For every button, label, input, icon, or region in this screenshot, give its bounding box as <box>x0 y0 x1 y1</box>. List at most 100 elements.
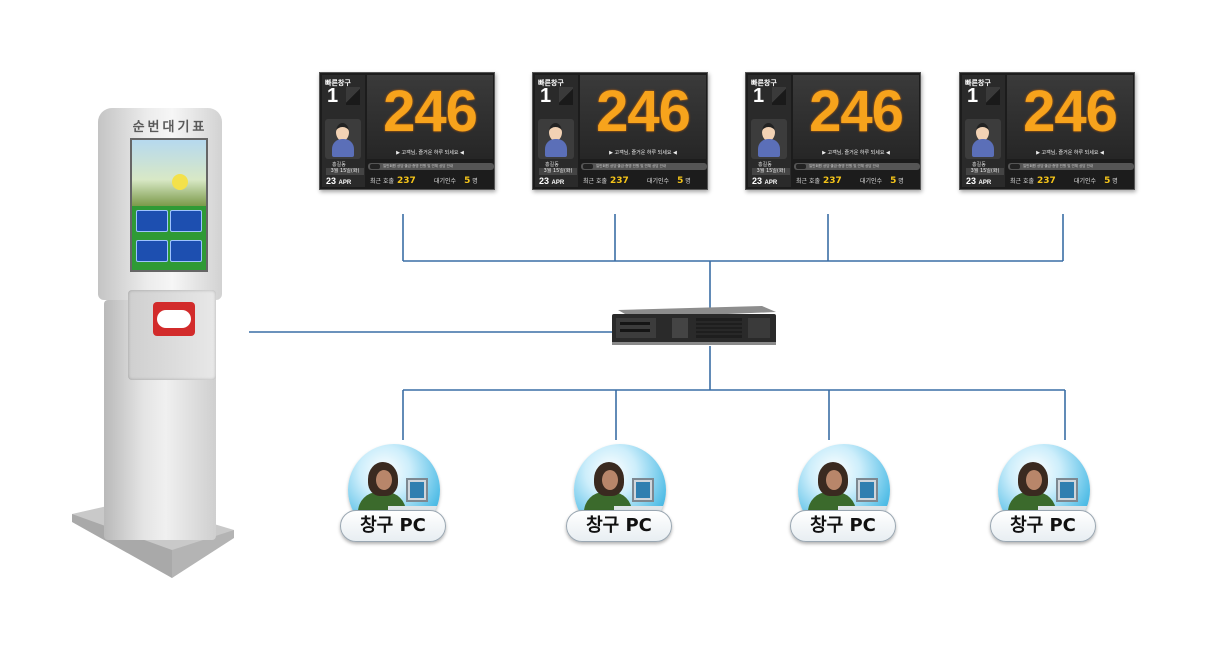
ticker-dots-icon <box>1010 163 1020 169</box>
pc-label-pill <box>990 510 1096 542</box>
ticker-dots-icon <box>796 163 806 169</box>
date-block: 23 APR <box>966 176 991 186</box>
date-month: APR <box>338 180 352 186</box>
ticket-number: 246 <box>809 79 904 144</box>
date-day: 23 <box>966 176 977 186</box>
staff-avatar-icon <box>751 119 787 159</box>
ticker-dots-icon <box>370 163 380 169</box>
greeting-message: ▶ 고객님, 즐거운 하루 되세요 ◀ <box>609 150 677 156</box>
display-board-1: 빠른창구 1 홍길동 3월 15일(화) 23 APR 246 ▶ 고객님, 즐… <box>319 72 495 190</box>
window-number: 1 <box>540 85 552 107</box>
ticker-text: 일반회원 상담·출금·증명 민원 및 연체 상담 안내 <box>1023 164 1094 168</box>
date-line: 3월 15일(화) <box>539 168 577 175</box>
staff-avatar-icon <box>538 119 574 159</box>
sun-icon <box>172 174 188 190</box>
pc-label: 창구 PC <box>1010 515 1076 536</box>
display-board-3: 빠른창구 1 홍길동 3월 15일(화) 23 APR 246 ▶ 고객님, 즐… <box>745 72 921 190</box>
board-main-panel: 246 ▶ 고객님, 즐거운 하루 되세요 ◀ <box>367 75 493 159</box>
pc-label-pill <box>340 510 446 542</box>
date-block: 23 APR <box>752 176 777 186</box>
staff-name: 홍길동 <box>972 162 986 168</box>
ticket-number: 246 <box>596 79 691 144</box>
waiting-count: 대기인수 5 명 <box>860 176 904 186</box>
waiting-unit: 명 <box>898 178 904 185</box>
waiting-label: 대기인수 <box>647 178 670 185</box>
ticket-number: 246 <box>1023 79 1118 144</box>
recent-call-value: 237 <box>1037 176 1056 186</box>
ticket-number: 246 <box>383 79 478 144</box>
flag-icon <box>986 87 1000 105</box>
pc-label-pill <box>566 510 672 542</box>
display-board-2: 빠른창구 1 홍길동 3월 15일(화) 23 APR 246 ▶ 고객님, 즐… <box>532 72 708 190</box>
staff-avatar-icon <box>325 119 361 159</box>
recent-call-value: 237 <box>823 176 842 186</box>
staff-avatar-icon <box>965 119 1001 159</box>
greeting-message: ▶ 고객님, 즐거운 하루 되세요 ◀ <box>396 150 464 156</box>
window-label: 빠른창구 <box>965 79 991 87</box>
ticker-text: 일반회원 상담·출금·증명 민원 및 연체 상담 안내 <box>809 164 880 168</box>
board-side-panel: 빠른창구 1 홍길동 3월 15일(화) 23 APR <box>322 75 365 187</box>
recent-call-label: 최근 호출 <box>1010 178 1034 185</box>
waiting-value: 5 <box>677 176 684 186</box>
window-label: 빠른창구 <box>751 79 777 87</box>
window-label: 빠른창구 <box>538 79 564 87</box>
window-number: 1 <box>327 85 339 107</box>
server-icon <box>612 306 776 345</box>
pc-label-pill <box>790 510 896 542</box>
agent-pc-1: 창구 PC <box>340 440 450 548</box>
kiosk-screen-button[interactable] <box>170 210 202 232</box>
kiosk-screen-button[interactable] <box>136 240 168 262</box>
board-side-panel: 빠른창구 1 홍길동 3월 15일(화) 23 APR <box>748 75 791 187</box>
ticker-bar: 일반회원 상담·출금·증명 민원 및 연체 상담 안내 <box>1008 163 1134 170</box>
waiting-unit: 명 <box>1112 178 1118 185</box>
date-month: APR <box>551 180 565 186</box>
recent-call-label: 최근 호출 <box>370 178 394 185</box>
window-number: 1 <box>753 85 765 107</box>
recent-call-value: 237 <box>397 176 416 186</box>
pc-label: 창구 PC <box>586 515 652 536</box>
ticker-text: 일반회원 상담·출금·증명 민원 및 연체 상담 안내 <box>383 164 454 168</box>
pc-label: 창구 PC <box>810 515 876 536</box>
board-side-panel: 빠른창구 1 홍길동 3월 15일(화) 23 APR <box>962 75 1005 187</box>
waiting-unit: 명 <box>685 178 691 185</box>
recent-call-label: 최근 호출 <box>583 178 607 185</box>
date-day: 23 <box>752 176 763 186</box>
board-main-panel: 246 ▶ 고객님, 즐거운 하루 되세요 ◀ <box>793 75 919 159</box>
date-day: 23 <box>539 176 550 186</box>
agent-pc-3: 창구 PC <box>790 440 900 548</box>
board-side-panel: 빠른창구 1 홍길동 3월 15일(화) 23 APR <box>535 75 578 187</box>
window-number: 1 <box>967 85 979 107</box>
ticker-bar: 일반회원 상담·출금·증명 민원 및 연체 상담 안내 <box>581 163 707 170</box>
ticket-printer-logo-icon <box>153 302 195 336</box>
waiting-label: 대기인수 <box>860 178 883 185</box>
ticker-text: 일반회원 상담·출금·증명 민원 및 연체 상담 안내 <box>596 164 667 168</box>
waiting-unit: 명 <box>472 178 478 185</box>
greeting-message: ▶ 고객님, 즐거운 하루 되세요 ◀ <box>822 150 890 156</box>
staff-name: 홍길동 <box>758 162 772 168</box>
kiosk-screen-button[interactable] <box>136 210 168 232</box>
date-month: APR <box>978 180 992 186</box>
display-board-4: 빠른창구 1 홍길동 3월 15일(화) 23 APR 246 ▶ 고객님, 즐… <box>959 72 1135 190</box>
waiting-value: 5 <box>890 176 897 186</box>
recent-call-label: 최근 호출 <box>796 178 820 185</box>
kiosk-screen-button[interactable] <box>170 240 202 262</box>
ticker-bar: 일반회원 상담·출금·증명 민원 및 연체 상담 안내 <box>368 163 494 170</box>
waiting-label: 대기인수 <box>1074 178 1097 185</box>
date-block: 23 APR <box>539 176 564 186</box>
waiting-label: 대기인수 <box>434 178 457 185</box>
date-block: 23 APR <box>326 176 351 186</box>
kiosk-screen[interactable] <box>130 138 208 272</box>
date-month: APR <box>764 180 778 186</box>
flag-icon <box>559 87 573 105</box>
date-line: 3월 15일(화) <box>966 168 1004 175</box>
waiting-count: 대기인수 5 명 <box>647 176 691 186</box>
